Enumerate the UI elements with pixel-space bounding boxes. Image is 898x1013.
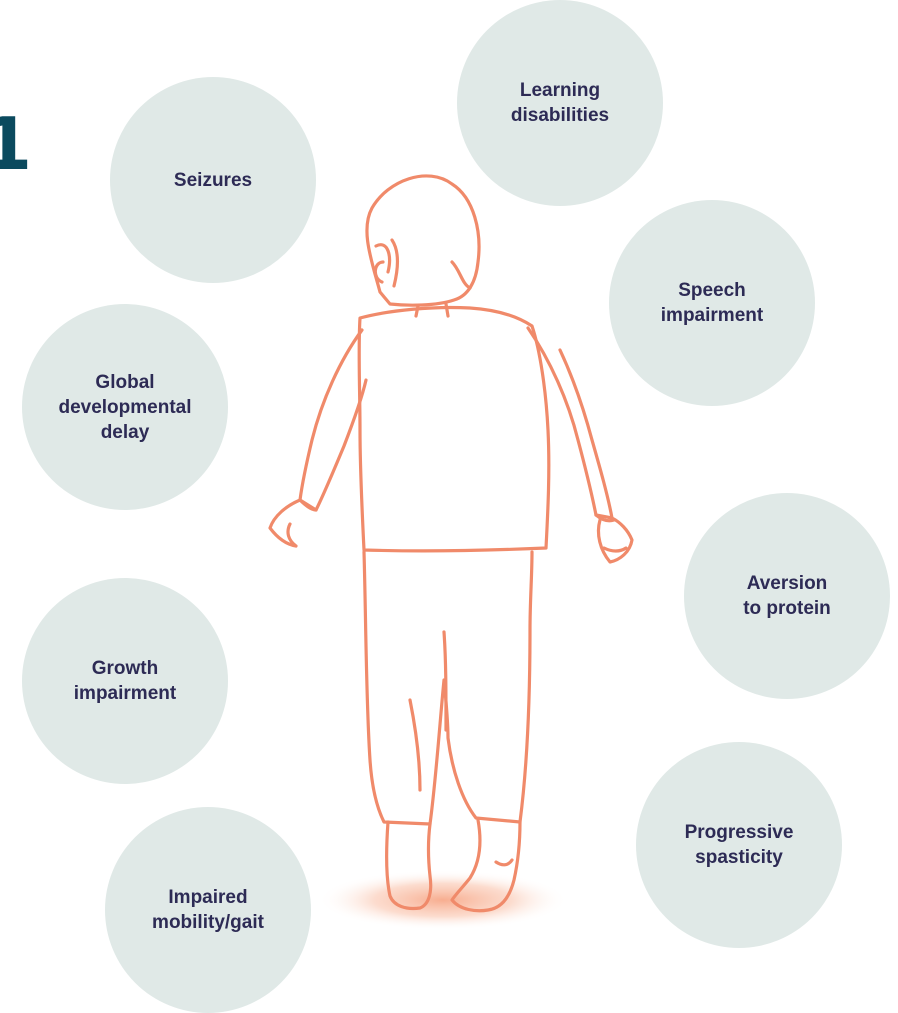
- bubble-impaired-mobility-gait: Impaired mobility/gait: [105, 807, 311, 1013]
- right-arm: [526, 326, 614, 520]
- cropped-numeral: 1: [0, 102, 33, 186]
- hair-strands: [374, 238, 472, 290]
- left-foot: [385, 820, 433, 911]
- label-seizures: Seizures: [173, 169, 253, 191]
- left-hand: [268, 498, 302, 548]
- floor-glow: [318, 870, 568, 930]
- label-progressive-spasticity: Progressive spasticity: [684, 822, 794, 868]
- label-learning-disabilities: Learning disabilities: [510, 80, 610, 126]
- head-hair: [365, 174, 481, 307]
- pants: [362, 550, 534, 826]
- label-aversion-to-protein: Aversion to protein: [743, 573, 831, 619]
- right-foot: [450, 818, 522, 913]
- label-impaired-mobility-gait: Impaired mobility/gait: [152, 887, 264, 933]
- bubble-progressive-spasticity: Progressive spasticity: [636, 742, 842, 948]
- bubble-aversion-to-protein: Aversion to protein: [684, 493, 890, 699]
- pants-seam: [442, 630, 448, 732]
- left-cuff: [298, 498, 318, 512]
- bubble-learning-disabilities: Learning disabilities: [457, 0, 663, 206]
- pants-crease: [408, 698, 422, 792]
- bubble-speech-impairment: Speech impairment: [609, 200, 815, 406]
- jacket-body: [357, 305, 551, 553]
- bubble-growth-impairment: Growth impairment: [22, 578, 228, 784]
- right-toe: [494, 858, 514, 867]
- ear: [373, 260, 385, 284]
- left-arm: [298, 328, 368, 512]
- label-speech-impairment: Speech impairment: [660, 280, 764, 326]
- label-global-developmental-delay: Global developmental delay: [58, 371, 192, 443]
- right-cuff: [594, 513, 616, 523]
- neck: [414, 302, 450, 318]
- bubble-seizures: Seizures: [110, 77, 316, 283]
- right-hand: [596, 516, 634, 564]
- bubble-global-developmental-delay: Global developmental delay: [22, 304, 228, 510]
- label-growth-impairment: Growth impairment: [73, 658, 177, 704]
